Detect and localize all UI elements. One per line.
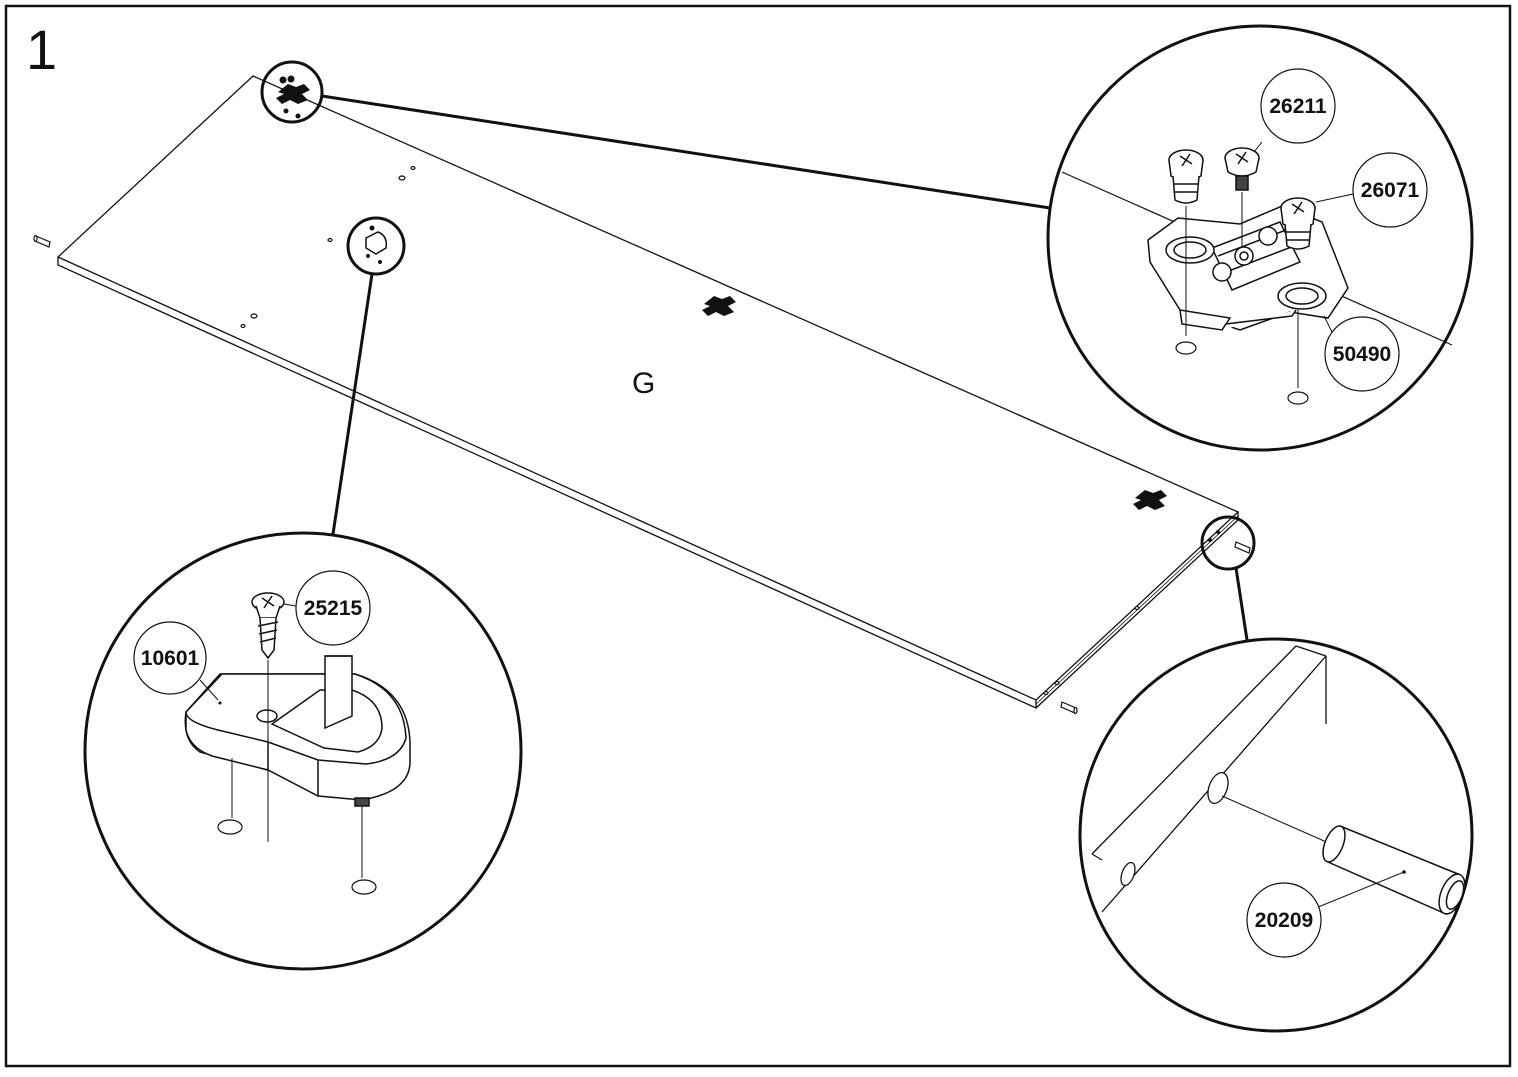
svg-text:20209: 20209 — [1255, 909, 1313, 932]
screw-icon — [251, 592, 285, 660]
step-number: 1 — [26, 18, 58, 81]
dowel-icon — [33, 234, 1251, 715]
part-callout-26211: 26211 — [1253, 68, 1336, 153]
part-callout-20209: 20209 — [1246, 882, 1322, 958]
hinge-plate-icon — [276, 84, 1167, 510]
dowel-icon — [1322, 825, 1466, 916]
svg-text:26211: 26211 — [1269, 95, 1327, 118]
part-callout-50490: 50490 — [1323, 315, 1400, 392]
page-border — [4, 4, 1512, 1068]
callout-marker-shelf-support — [346, 216, 406, 276]
part-callout-25215: 25215 — [283, 570, 371, 646]
screw-icon — [1224, 147, 1260, 191]
part-callout-26071: 26071 — [1315, 152, 1428, 228]
screw-icon — [1280, 197, 1316, 250]
svg-text:25215: 25215 — [304, 597, 363, 620]
callout-marker-dowel — [1200, 515, 1256, 571]
panel-label: G — [632, 367, 655, 400]
svg-text:50490: 50490 — [1333, 343, 1391, 366]
svg-text:10601: 10601 — [141, 647, 200, 670]
panel-holes — [240, 165, 1140, 696]
screw-icon — [1168, 149, 1204, 204]
callout-marker-top-left — [260, 60, 324, 124]
detail-circle-shelf-support: 25215 10601 — [83, 531, 523, 971]
part-callout-10601: 10601 — [133, 621, 222, 705]
detail-circle-hinge-plate: 26211 26071 50490 — [1046, 24, 1474, 452]
svg-text:26071: 26071 — [1361, 179, 1420, 202]
detail-circle-dowel: 20209 — [1078, 637, 1474, 1033]
leader-lines — [321, 94, 1249, 641]
